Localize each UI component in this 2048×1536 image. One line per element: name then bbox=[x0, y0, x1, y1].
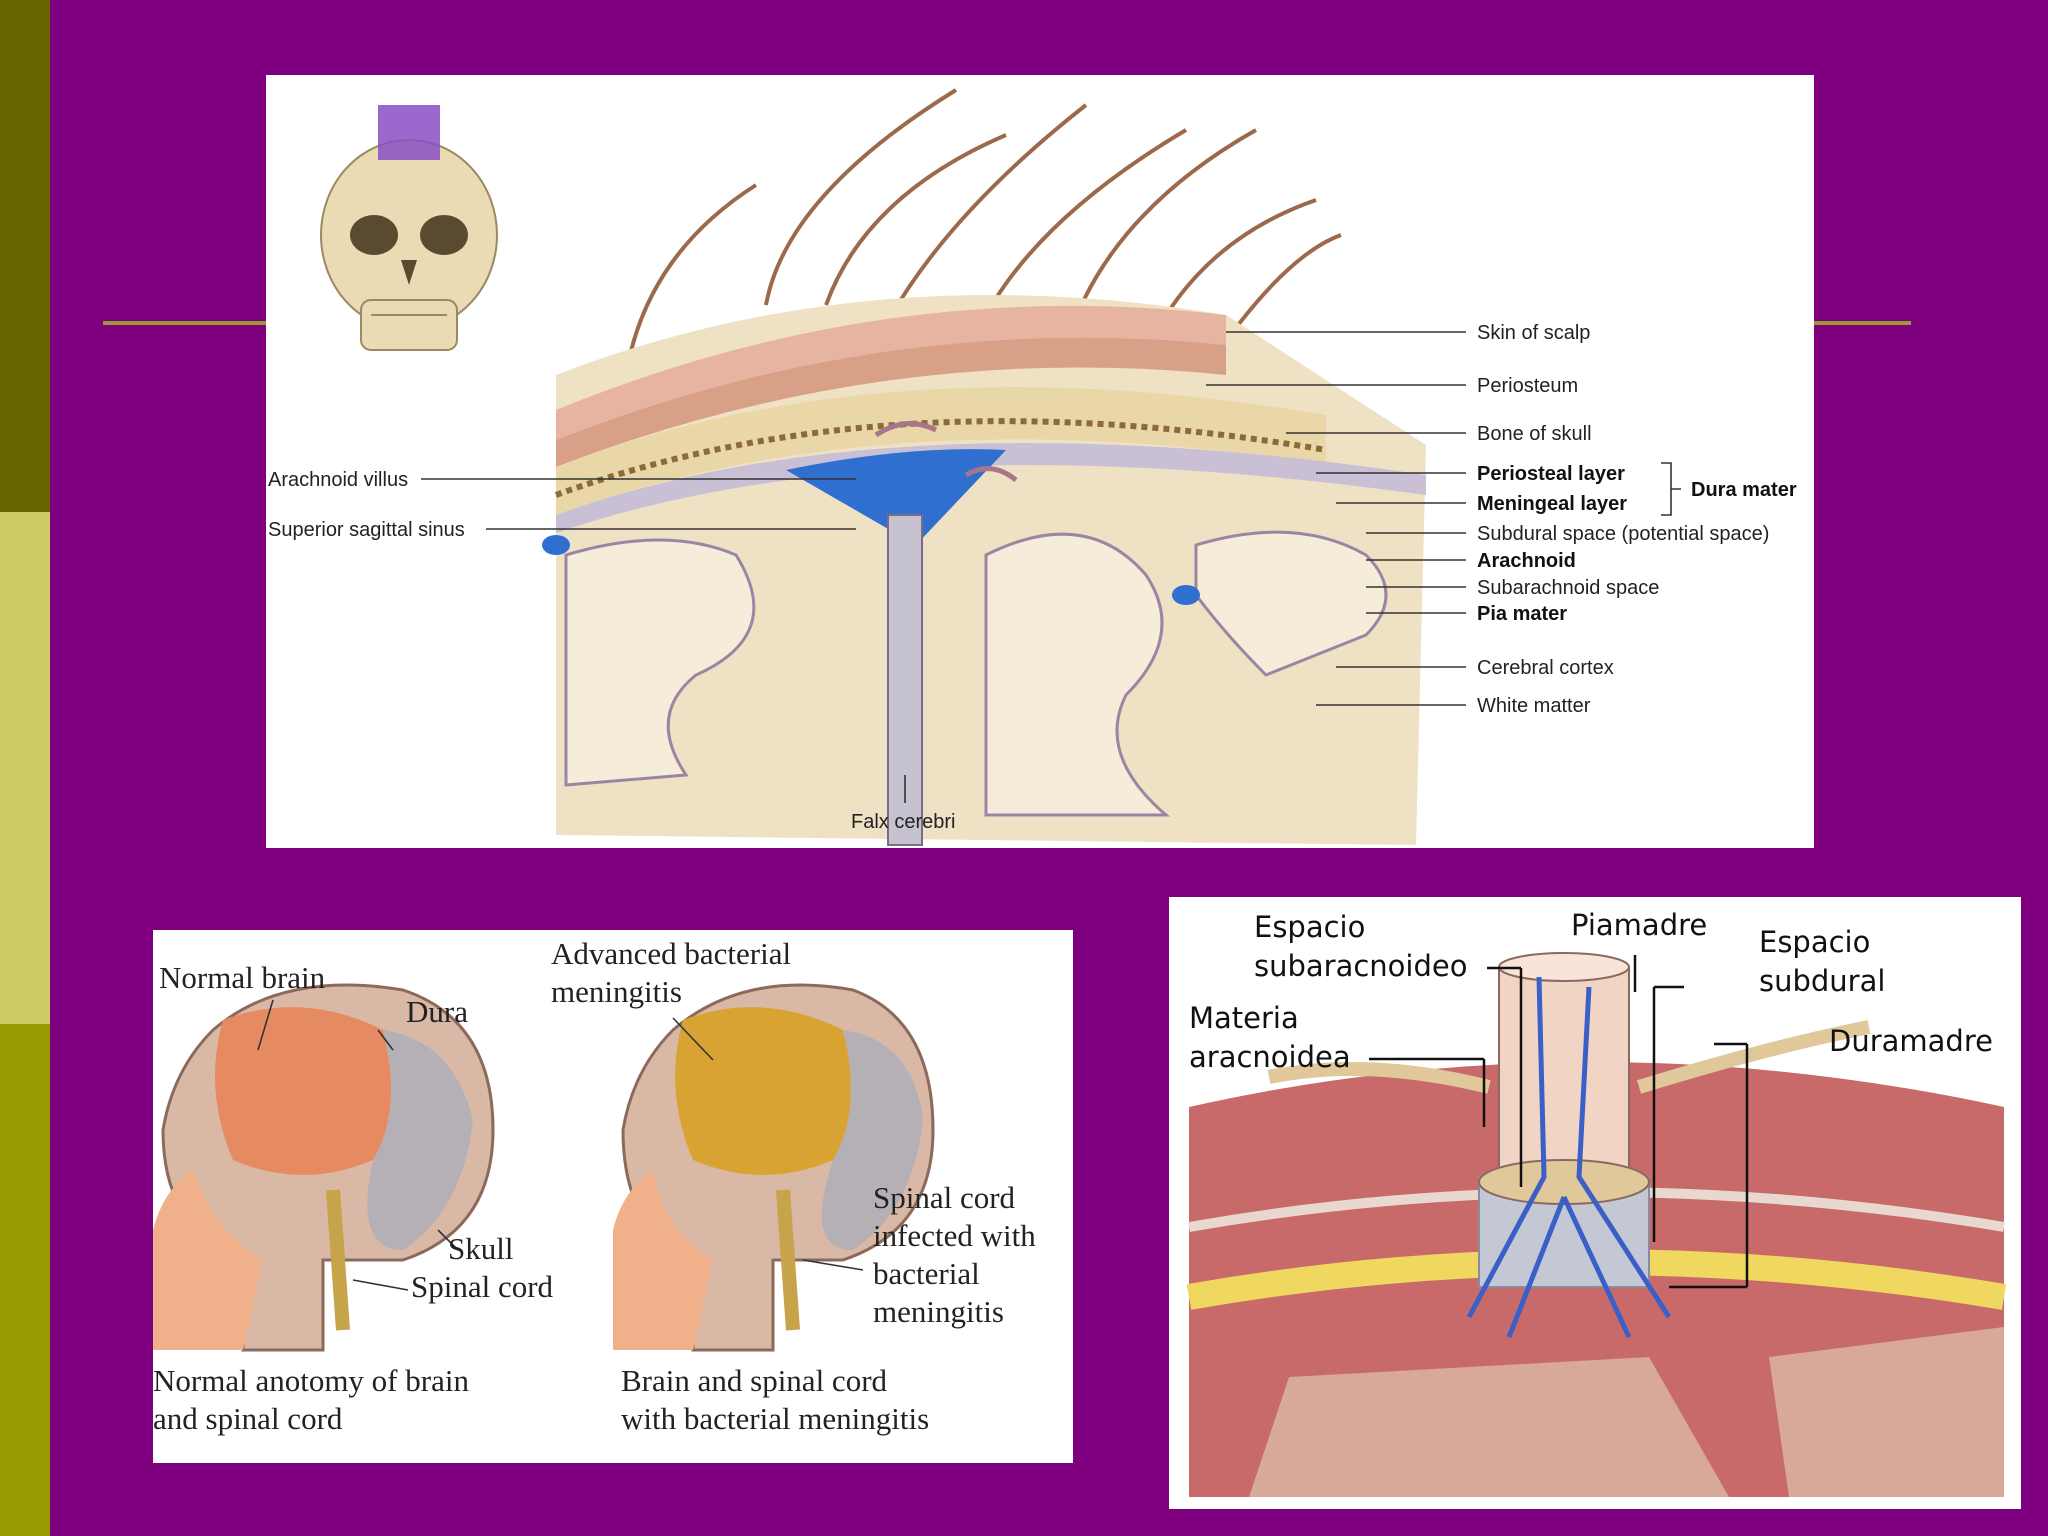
label-duramadre: Duramadre bbox=[1829, 1024, 1993, 1058]
label-superior-sagittal-sinus: Superior sagittal sinus bbox=[268, 519, 465, 541]
label-advanced-line2: meningitis bbox=[551, 974, 682, 1009]
spinal-meninges-diagram: Espacio subaracnoideo Piamadre Espacio s… bbox=[1169, 897, 2021, 1509]
label-infected-line3: bacterial bbox=[873, 1256, 980, 1291]
label-subarachnoid-space: Subarachnoid space bbox=[1477, 577, 1659, 599]
label-skull: Skull bbox=[448, 1231, 513, 1266]
label-materia-1: Materia bbox=[1189, 1001, 1299, 1035]
infected-head-illustration bbox=[613, 983, 935, 1352]
left-strip-bottom bbox=[0, 1024, 50, 1536]
label-piamadre: Piamadre bbox=[1571, 908, 1707, 942]
label-espacio-subdural-1: Espacio bbox=[1759, 925, 1870, 959]
label-infected-line4: meningitis bbox=[873, 1294, 1004, 1329]
label-falx-cerebri: Falx cerebri bbox=[851, 811, 955, 833]
label-infected-line2: infected with bbox=[873, 1218, 1036, 1253]
meninges-diagram: Skin of scalp Periosteum Bone of skull P… bbox=[266, 75, 1814, 848]
label-normal-brain: Normal brain bbox=[159, 960, 326, 995]
meningitis-comparison: Normal brain Dura Skull Spinal cord Adva… bbox=[153, 930, 1073, 1463]
label-spinal-cord: Spinal cord bbox=[411, 1269, 554, 1304]
label-subdural-space: Subdural space (potential space) bbox=[1477, 523, 1769, 545]
meninges-illustration: Skin of scalp Periosteum Bone of skull P… bbox=[268, 88, 1797, 846]
label-periosteum: Periosteum bbox=[1477, 375, 1578, 397]
label-espacio-sub-2: subaracnoideo bbox=[1254, 949, 1467, 983]
label-espacio-subdural-2: subdural bbox=[1759, 964, 1885, 998]
meningitis-illustration: Normal brain Dura Skull Spinal cord Adva… bbox=[153, 936, 1036, 1436]
skull-thumbnail bbox=[320, 105, 498, 351]
label-materia-2: aracnoidea bbox=[1189, 1040, 1351, 1074]
label-white-matter: White matter bbox=[1477, 695, 1591, 717]
periosteum-layer bbox=[556, 337, 1226, 467]
dura-layer bbox=[556, 443, 1426, 533]
vertebra bbox=[1249, 1357, 1729, 1497]
sagittal-sinus bbox=[786, 449, 1006, 545]
label-cerebral-cortex: Cerebral cortex bbox=[1477, 657, 1614, 679]
spinal-cord bbox=[1498, 966, 1630, 1178]
label-periosteal-layer: Periosteal layer bbox=[1477, 463, 1625, 485]
caption-normal-line1: Normal anotomy of brain bbox=[153, 1363, 469, 1398]
caption-infected-line1: Brain and spinal cord bbox=[621, 1363, 888, 1398]
left-strip-top bbox=[0, 0, 50, 512]
label-arachnoid: Arachnoid bbox=[1477, 550, 1576, 572]
label-meningeal-layer: Meningeal layer bbox=[1477, 493, 1627, 515]
caption-infected-line2: with bacterial meningitis bbox=[621, 1401, 929, 1436]
label-infected-line1: Spinal cord bbox=[873, 1180, 1016, 1215]
label-espacio-sub-1: Espacio bbox=[1254, 910, 1365, 944]
bone-layer bbox=[556, 387, 1326, 515]
left-strip-middle bbox=[0, 512, 50, 1024]
label-advanced-line1: Advanced bacterial bbox=[551, 936, 791, 971]
label-arachnoid-villus: Arachnoid villus bbox=[268, 469, 408, 491]
spinal-meninges-illustration: Espacio subaracnoideo Piamadre Espacio s… bbox=[1186, 908, 2007, 1497]
label-bone-of-skull: Bone of skull bbox=[1477, 423, 1592, 445]
label-skin-of-scalp: Skin of scalp bbox=[1477, 322, 1590, 344]
label-pia-mater: Pia mater bbox=[1477, 603, 1567, 625]
label-dura: Dura bbox=[406, 994, 468, 1029]
caption-normal-line2: and spinal cord bbox=[153, 1401, 343, 1436]
label-dura-mater: Dura mater bbox=[1691, 479, 1797, 501]
scalp-layer bbox=[556, 305, 1226, 440]
